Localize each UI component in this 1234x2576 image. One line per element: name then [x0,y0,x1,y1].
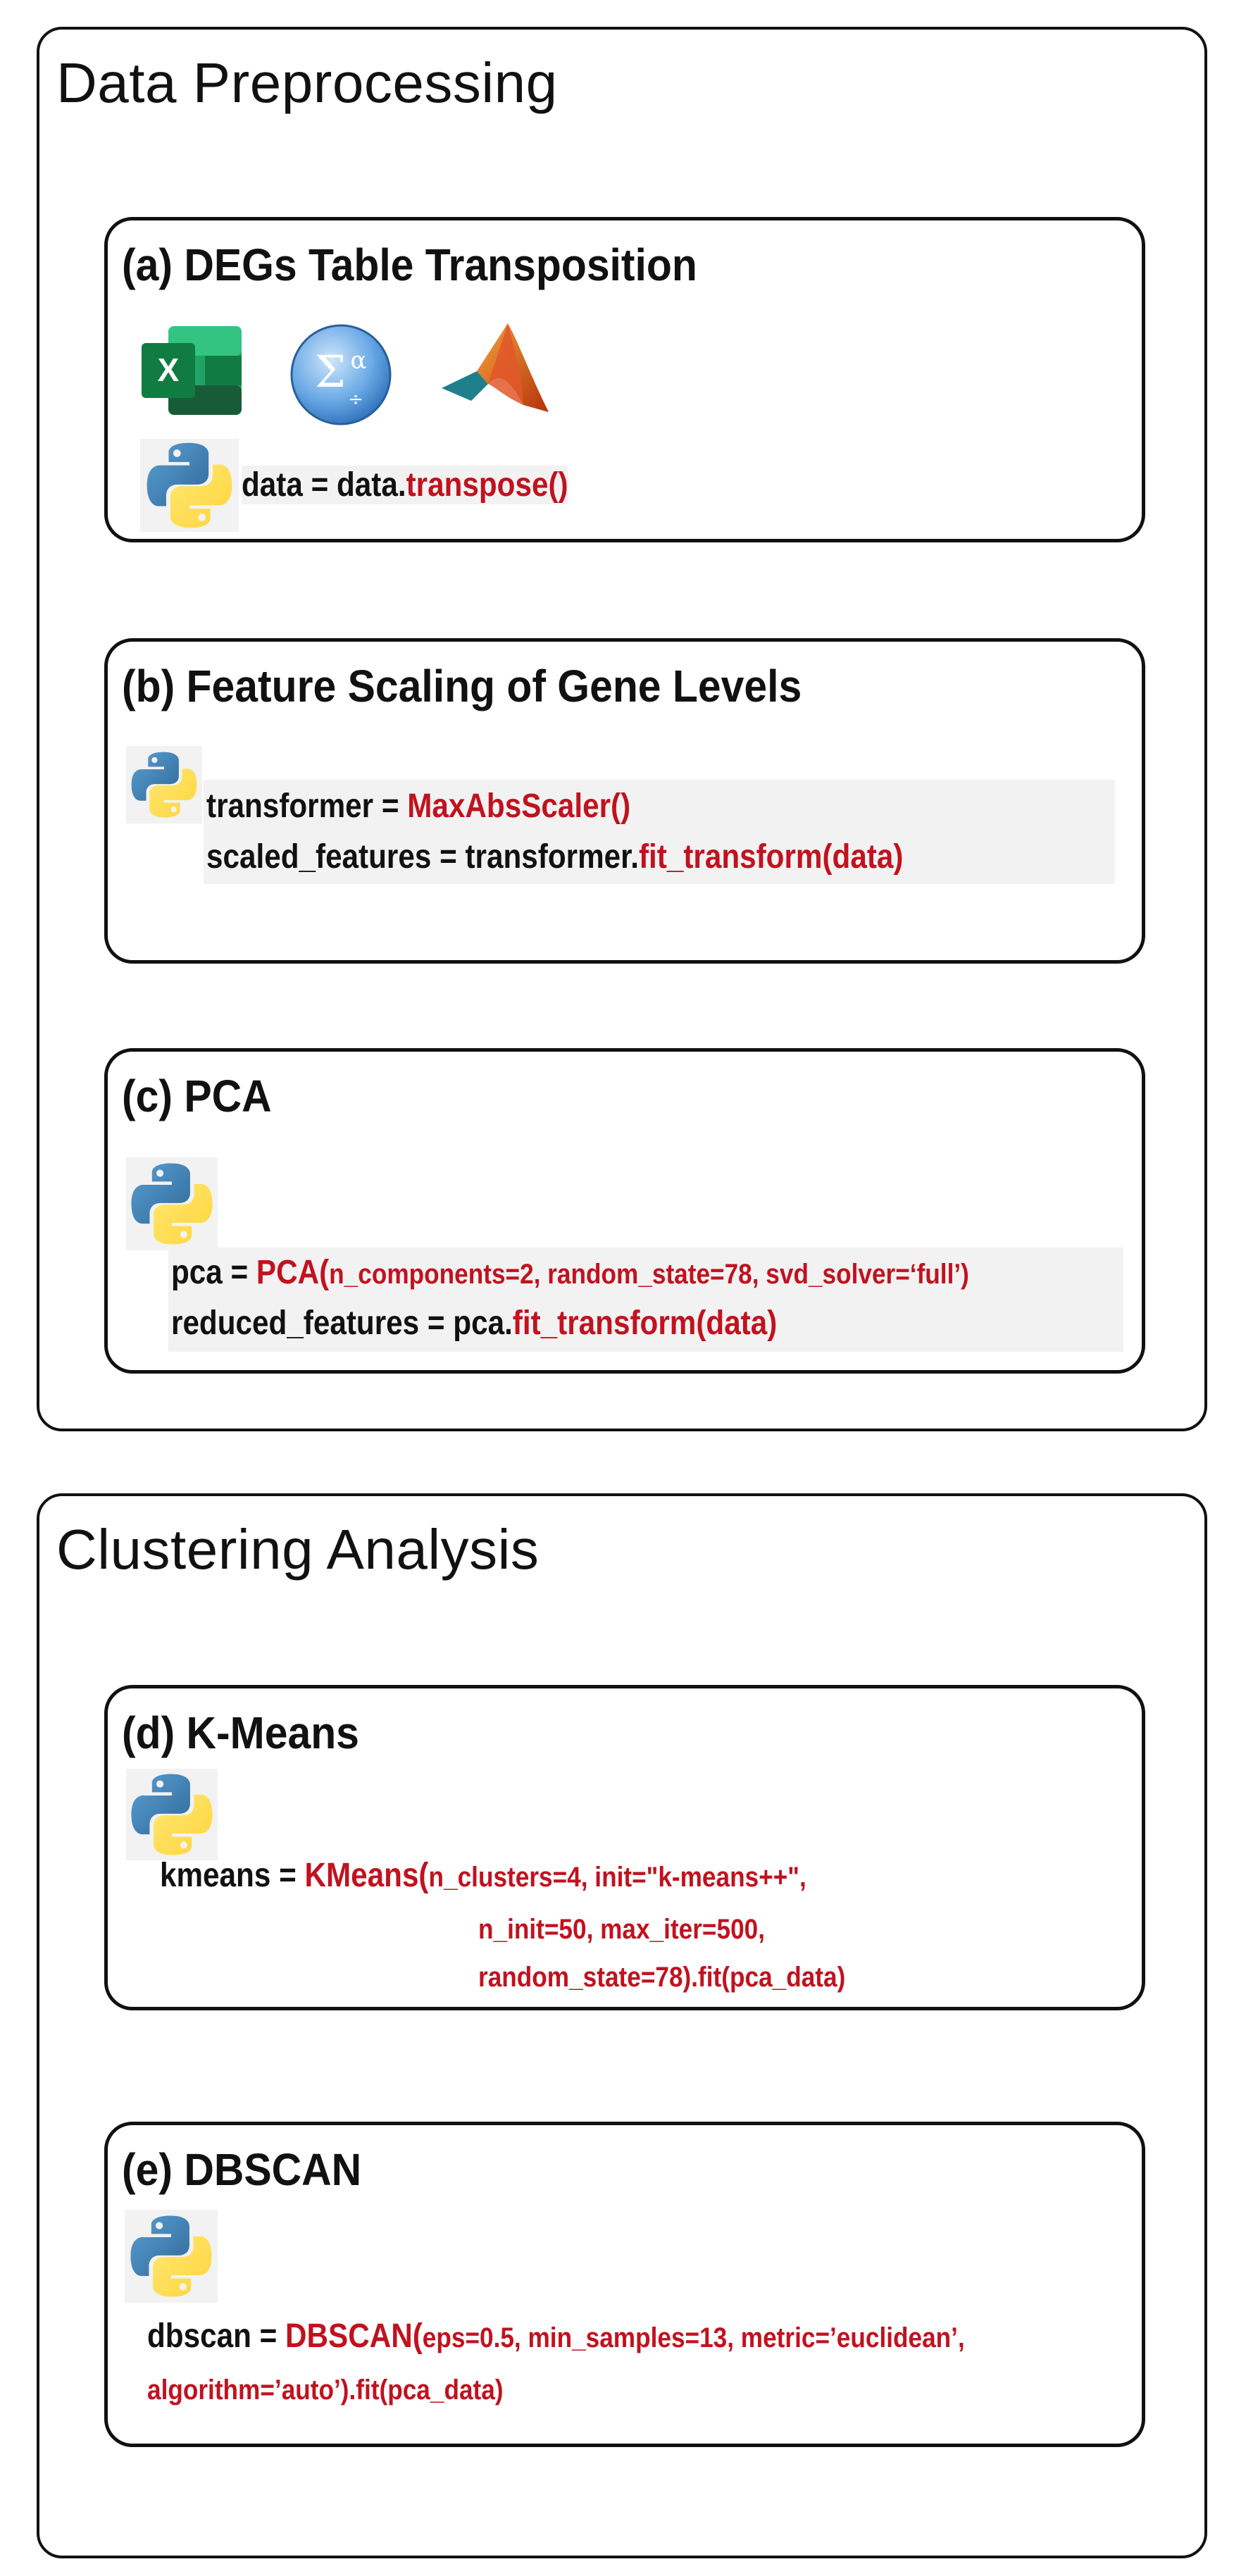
python-icon [128,1160,216,1247]
panel-title: (e) DBSCAN [122,2144,362,2195]
code-lhs: reduced_features = pca. [171,1305,513,1342]
code-arguments: n_clusters=4, init="k-means++", [428,1862,806,1893]
excel-icon: X [142,326,242,415]
code-lhs: scaled_features = transformer. [206,838,639,876]
data-preprocessing-section: Data Preprocessing (a) DEGs Table Transp… [37,27,1207,1431]
panel-dbscan: (e) DBSCAN dbscan = DBSCAN(eps=0.5, min_… [104,2122,1145,2447]
svg-text:X: X [158,351,180,388]
code-line-pca: pca = PCA(n_components=2, random_state=7… [171,1253,969,1292]
code-lhs: data = data. [242,466,406,504]
code-line-reduced-features: reduced_features = pca.fit_transform(dat… [171,1304,777,1343]
code-block-background [204,780,1115,884]
panel-pca: (c) PCA pca = PCA(n_components=2, random… [104,1048,1145,1374]
code-line-dbscan: dbscan = DBSCAN(eps=0.5, min_samples=13,… [147,2317,965,2356]
code-fit-text: ).fit(pca_data) [683,1962,846,1993]
section-title: Clustering Analysis [56,1518,540,1581]
panel-feature-scaling: (b) Feature Scaling of Gene Levels trans… [104,638,1145,964]
python-icon [128,1771,216,1858]
clustering-analysis-section: Clustering Analysis (d) K-Means kmeans =… [37,1493,1207,2558]
code-function: PCA( [256,1254,330,1291]
code-line-scaled-features: scaled_features = transformer.fit_transf… [206,838,903,876]
python-icon [129,749,199,820]
code-function: MaxAbsScaler() [407,788,631,825]
python-icon-box [126,746,202,823]
code-lhs: transformer = [206,788,408,825]
panel-title: (b) Feature Scaling of Gene Levels [122,661,802,711]
code-fit-text: ).fit(pca_data) [340,2375,504,2406]
code-function: KMeans( [304,1857,429,1894]
code-lhs: kmeans = [160,1857,305,1894]
python-icon-box [126,1769,218,1860]
code-lhs: pca = [171,1254,256,1291]
code-line-kmeans-args-2: n_init=50, max_iter=500, [478,1908,765,1947]
code-line-kmeans: kmeans = KMeans(n_clusters=4, init="k-me… [160,1856,806,1895]
code-block-background [168,1247,1123,1352]
code-arguments: eps=0.5, min_samples=13, metric=’euclide… [422,2322,965,2353]
python-icon [127,2213,215,2300]
code-fit-call: ).fit(pca_data) [341,2375,504,2406]
code-function: transpose() [406,466,568,504]
matlab-icon [442,323,549,412]
code-line-kmeans-args-3: random_state=78).fit(pca_data) [478,1956,845,1995]
panel-kmeans: (d) K-Means kmeans = KMeans(n_clusters=4… [104,1685,1145,2010]
code-lhs: dbscan = [147,2317,286,2355]
code-arguments: algorithm=’auto’ [147,2375,341,2406]
code-arguments: random_state=78 [478,1962,683,1993]
section-title: Data Preprocessing [56,51,558,114]
panel-degs-transposition: (a) DEGs Table Transposition X Σ α ÷ [104,217,1145,542]
panel-title: (d) K-Means [122,1707,359,1758]
code-line-transformer: transformer = MaxAbsScaler() [206,787,630,826]
python-icon-box [125,2210,218,2303]
svg-text:α: α [351,347,367,375]
code-function: fit_transform(data) [638,838,904,876]
code-function: fit_transform(data) [512,1305,778,1342]
code-transpose: data = data.transpose() [242,466,568,504]
code-function: DBSCAN( [285,2317,423,2355]
python-icon [144,440,235,531]
panel-title: (c) PCA [122,1071,272,1121]
python-icon-box [140,439,239,532]
code-fit-call: ).fit(pca_data) [683,1962,846,1993]
code-line-dbscan-args-2: algorithm=’auto’).fit(pca_data) [147,2369,504,2408]
python-icon-box [126,1157,218,1250]
code-arguments: n_components=2, random_state=78, svd_sol… [329,1259,969,1290]
svg-text:÷: ÷ [348,389,363,410]
code-arguments: n_init=50, max_iter=500, [478,1914,765,1945]
sigma-stat-icon: Σ α ÷ [290,324,392,425]
svg-text:Σ: Σ [315,346,346,397]
panel-title: (a) DEGs Table Transposition [122,239,697,290]
